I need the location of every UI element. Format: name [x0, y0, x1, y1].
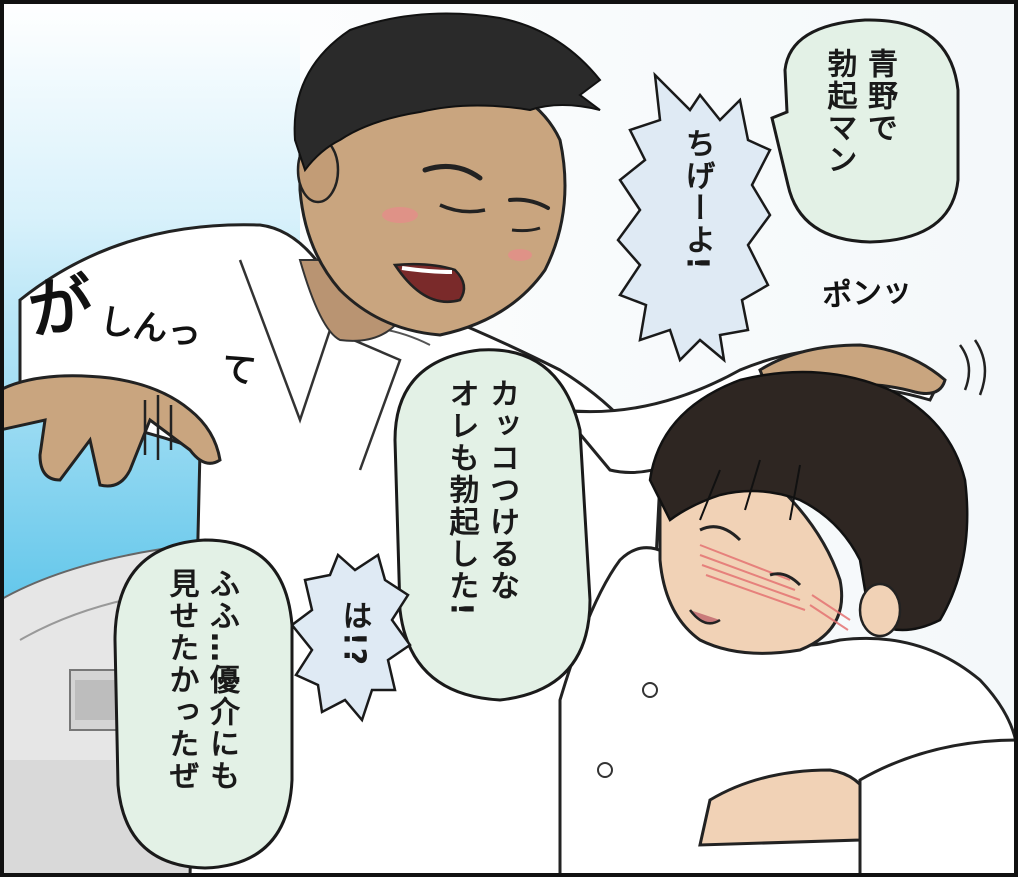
tall-man-hair	[293, 12, 602, 173]
sfx-gashin-large: が	[23, 266, 98, 350]
bubble-fufu-shape	[113, 538, 294, 870]
motion-lines	[143, 339, 987, 460]
bubble-ha-shape	[290, 552, 412, 723]
bubble-ha-text: は!?	[336, 600, 372, 668]
bubble-chige-text: ちげーよ!	[679, 128, 715, 272]
tall-man-hand	[0, 374, 222, 488]
sfx-pon: ポンッ	[821, 272, 914, 315]
bubble-kakko-shape	[393, 348, 592, 702]
bubble-chige-shape	[616, 71, 772, 364]
bubble-aono-shape	[770, 18, 960, 244]
bubble-kakko-text: カッコつけるな オレも勃起した!	[443, 378, 520, 618]
small-man	[558, 370, 1018, 877]
bubble-aono-text: 青野で 勃起マン	[821, 48, 898, 176]
bubble-fufu-text: ふふ…優介にも 見せたかったぜ	[163, 568, 240, 792]
small-man-hair	[648, 370, 969, 632]
